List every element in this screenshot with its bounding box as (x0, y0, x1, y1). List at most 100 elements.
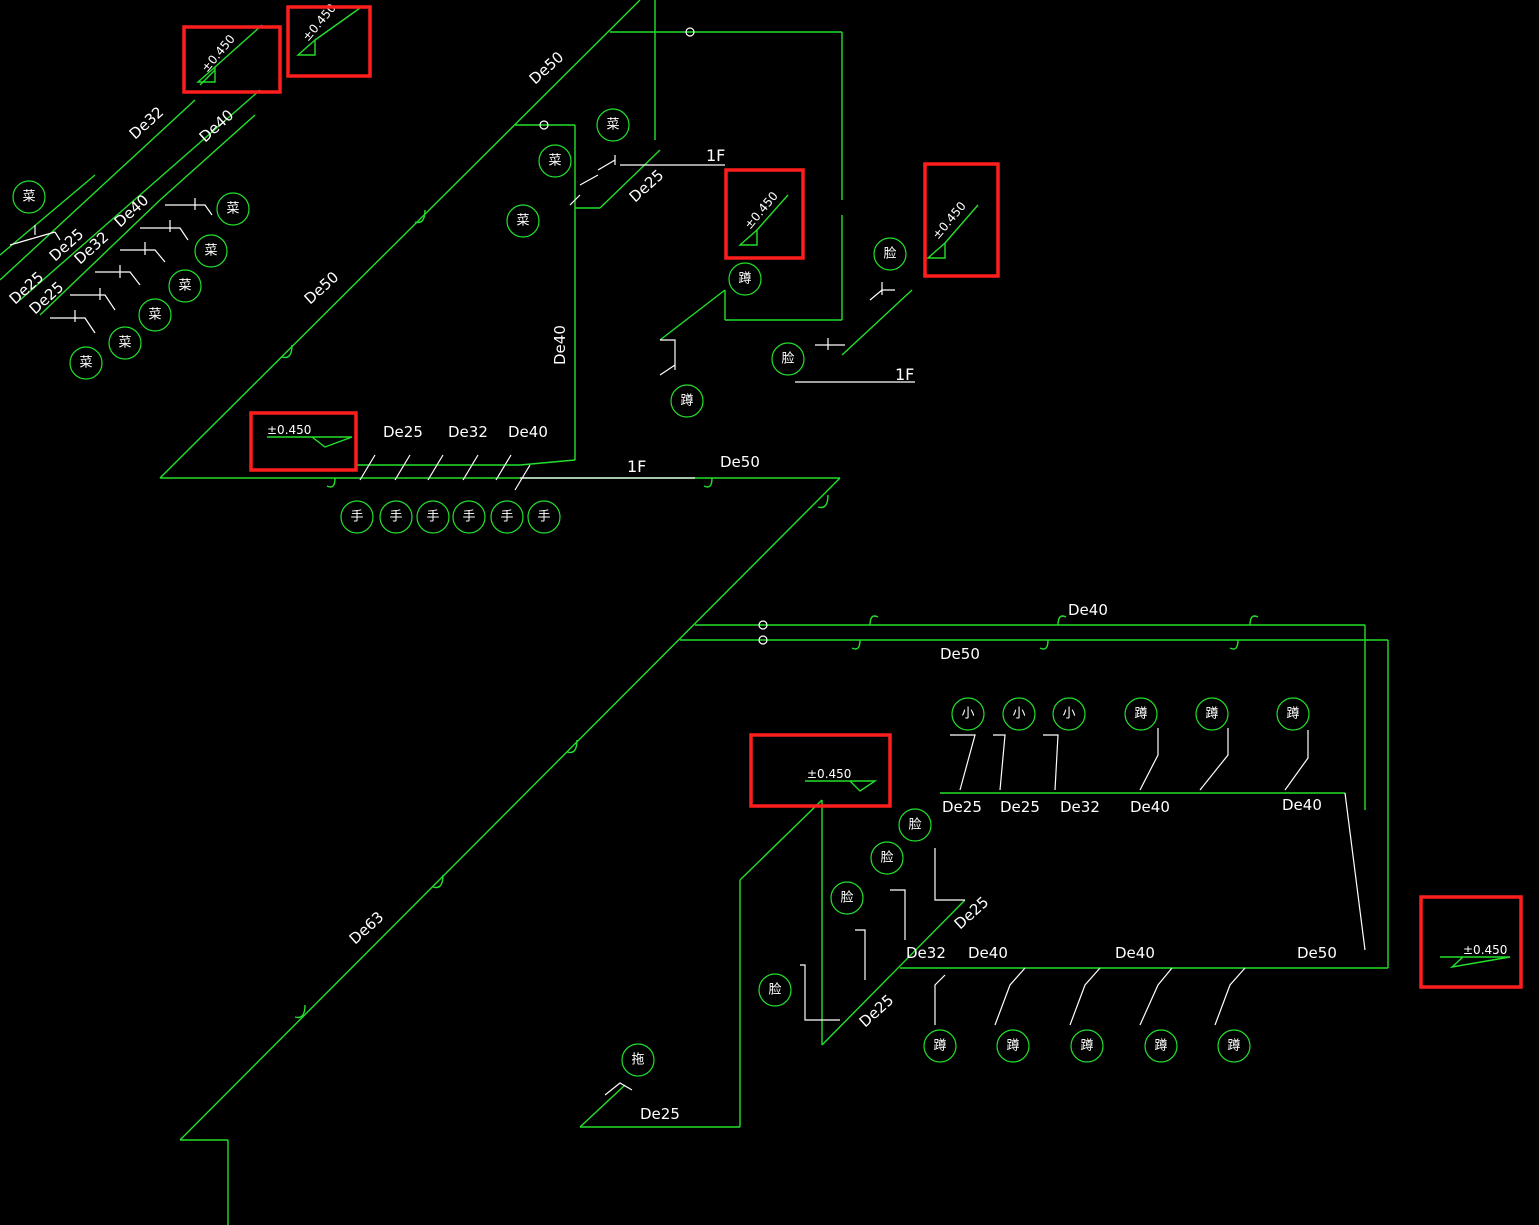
fixture-bubble: 脸 (771, 342, 805, 376)
fixture-bubble: 菜 (538, 144, 572, 178)
fixture-circle (1002, 697, 1036, 731)
fixture-code: 手 (426, 510, 439, 525)
pipe-label: De25 (1000, 798, 1040, 816)
fixture-code: 小 (961, 707, 974, 722)
main-stack-de63 (179, 477, 841, 1141)
pipe-label: De40 (508, 423, 548, 441)
elevation-triangle (267, 436, 353, 448)
pipe-label: De32 (906, 944, 946, 962)
fixture-circle (379, 500, 413, 534)
fixture-circle (490, 500, 524, 534)
fixture-circle (1052, 697, 1086, 731)
highlight-box (1419, 895, 1523, 989)
fixture-bubble: 菜 (108, 326, 142, 360)
squat-drops (1139, 728, 1309, 791)
fixture-circle (1144, 1029, 1178, 1063)
fixture-code: 手 (389, 510, 402, 525)
fixture-circle (923, 1029, 957, 1063)
basin-branches (355, 124, 695, 491)
elevation-marker: ±0.450 (196, 24, 263, 83)
fixture-code: 蹲 (680, 394, 693, 409)
fixture-bubble: 菜 (12, 180, 46, 214)
fixture-code: 手 (537, 510, 550, 525)
fixture-bubble: 菜 (596, 108, 630, 142)
fixture-code: 小 (1012, 707, 1025, 722)
elevation-leader (214, 24, 263, 68)
pipe-label: De32 (1060, 798, 1100, 816)
fixture-code: 蹲 (933, 1039, 946, 1054)
fixture-circle (996, 1029, 1030, 1063)
pipe-segment (19, 89, 261, 301)
fixture-code: 蹲 (738, 272, 751, 287)
faucet-symbol (120, 242, 166, 263)
fixture-bubble: 蹲 (670, 384, 704, 418)
fixture-code: 脸 (768, 983, 781, 998)
highlight-box (182, 25, 282, 94)
fixture-bubble: 脸 (873, 237, 907, 271)
fixture-circle (452, 500, 486, 534)
pipe-trap (326, 477, 336, 488)
elevation-marker: ±0.450 (296, 1, 361, 56)
fixture-circle (340, 500, 374, 534)
highlight-box (923, 162, 1000, 278)
elevation-value: ±0.450 (267, 423, 311, 437)
pipe-trap (817, 494, 829, 509)
pipe-segment (821, 899, 966, 1046)
fixture-code: 蹲 (1205, 707, 1218, 722)
elevation-triangle (1440, 956, 1511, 969)
fixture-circle (216, 192, 250, 226)
fixture-bubble: 菜 (138, 298, 172, 332)
highlight-box (749, 733, 892, 808)
fixture-circle (138, 298, 172, 332)
fixture-bubble: 小 (1002, 697, 1036, 731)
pipe-label: De50 (1297, 944, 1337, 962)
elevation-leader (944, 204, 979, 244)
upper-middle-branch (539, 0, 915, 383)
pipe-segment (39, 199, 161, 316)
fixture-code: 脸 (908, 818, 921, 833)
pipe-label: De40 (196, 106, 238, 146)
fixture-code: 菜 (204, 244, 217, 259)
fixture-drop (815, 338, 845, 350)
fixture-circle (194, 234, 228, 268)
pipe-segment (579, 1084, 626, 1128)
fixture-circle (771, 342, 805, 376)
fixture-circle (506, 204, 540, 238)
pipe-label: De32 (126, 103, 168, 143)
fixture-code: 蹲 (1006, 1039, 1019, 1054)
pipe-label: De25 (942, 798, 982, 816)
elevation-triangle (296, 38, 316, 56)
fixture-circle (416, 500, 450, 534)
faucet-symbol (70, 288, 116, 311)
faucet-symbol (95, 265, 141, 286)
fixture-bubble: 手 (416, 500, 450, 534)
pipe-trap (294, 1004, 306, 1019)
cleanout-symbol (758, 620, 768, 630)
fixture-circle (830, 881, 864, 915)
fixture-bubble: 手 (340, 500, 374, 534)
faucet-symbol (50, 310, 96, 334)
fixture-bubble: 菜 (168, 269, 202, 303)
pipe-label: De25 (626, 166, 668, 206)
fixture-bubble: 蹲 (1217, 1029, 1251, 1063)
pipe-label: De32 (448, 423, 488, 441)
fixture-circle (538, 144, 572, 178)
fixture-bubble: 菜 (506, 204, 540, 238)
pipe-segment (159, 114, 256, 201)
faucet-symbols (569, 155, 616, 206)
fixture-code: 菜 (516, 214, 529, 229)
fixture-circle (898, 808, 932, 842)
fixture-circle (596, 108, 630, 142)
fixture-bubble: 脸 (870, 841, 904, 875)
basin-drops (800, 848, 965, 1021)
fixture-drop (659, 339, 676, 376)
fixture-bubble: 脸 (758, 973, 792, 1007)
fixture-bubble: 蹲 (1070, 1029, 1104, 1063)
pipe-size-labels: De32 De40 De50 De25 De32 De40 De25 De25 … (6, 48, 1337, 1123)
fixture-code: 手 (500, 510, 513, 525)
fixture-bubble: 蹲 (996, 1029, 1030, 1063)
pipe-segment (1344, 792, 1366, 951)
squat-drops-lower (934, 967, 1246, 1026)
pipe-segment (841, 289, 913, 356)
fixture-circle (527, 500, 561, 534)
